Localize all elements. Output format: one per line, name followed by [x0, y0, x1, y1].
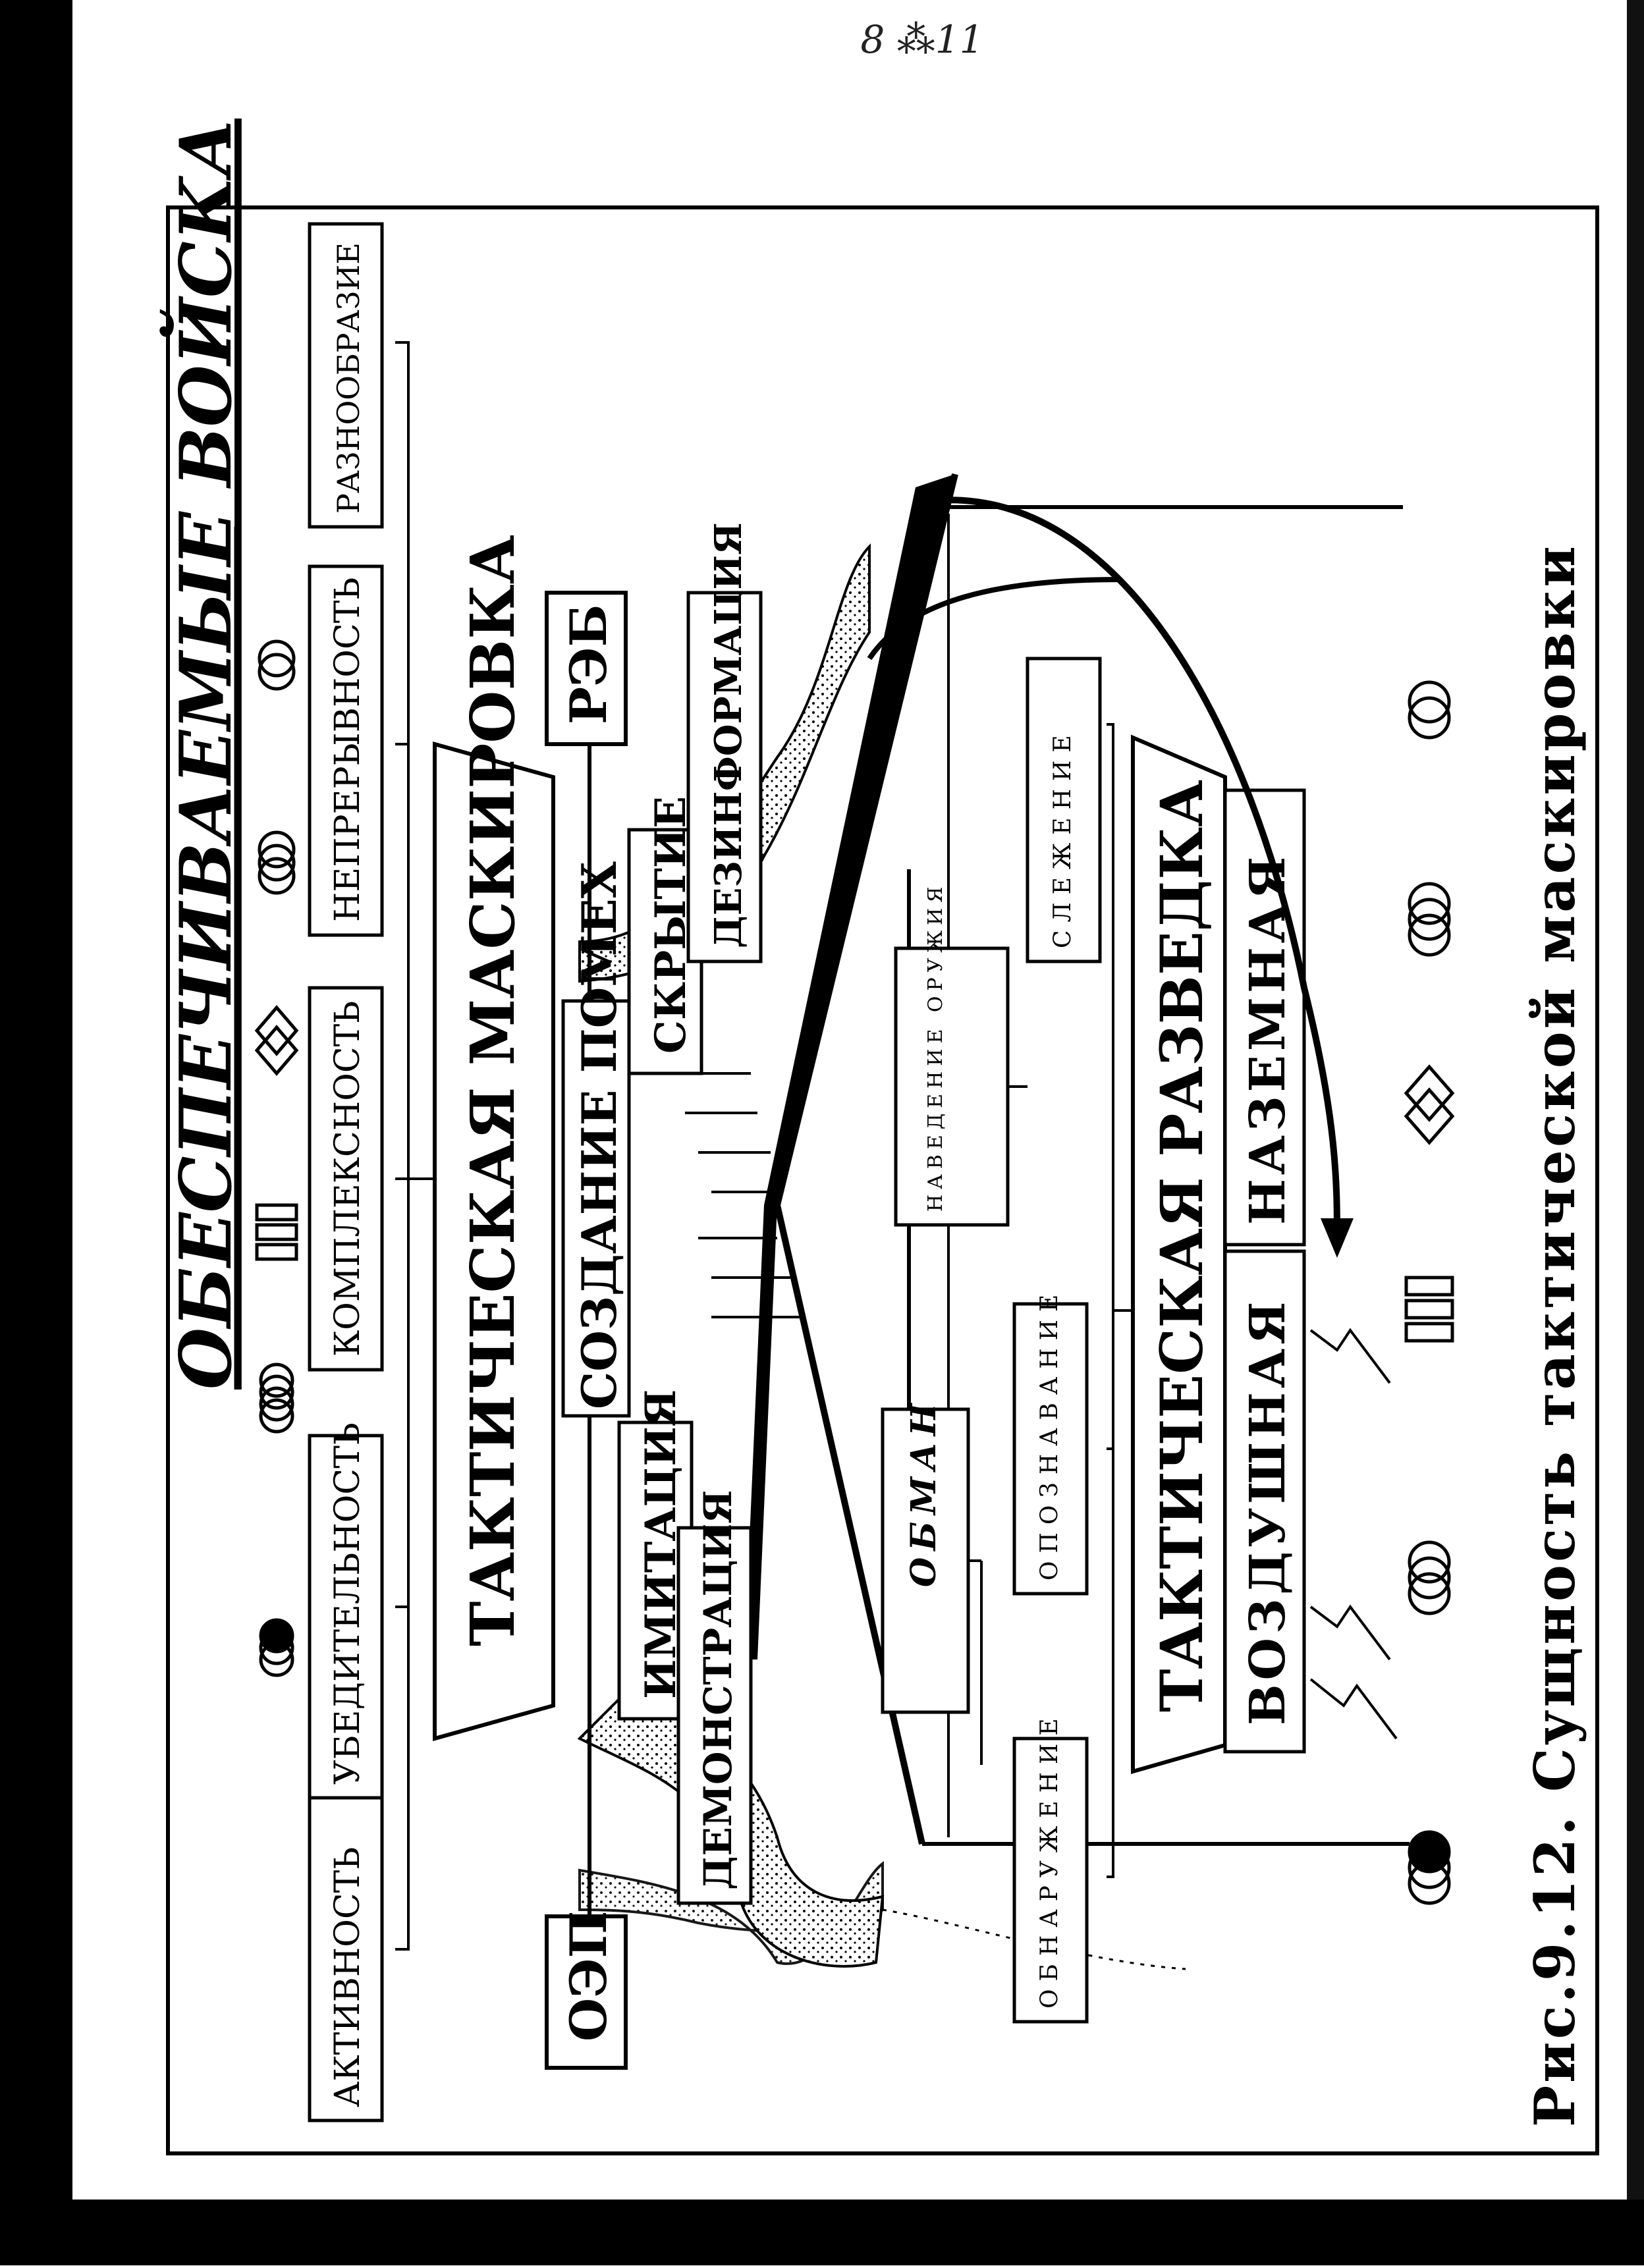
troop-symbols-top — [254, 639, 299, 1677]
principle-box — [308, 1434, 384, 1800]
recon-type-ground — [1223, 788, 1306, 1247]
oep-label: ОЭП — [559, 1911, 618, 2041]
recon-type-air — [1223, 1249, 1306, 1754]
camouflage-title: ТАКТИЧЕСКАЯ МАСКИРОВКА — [457, 535, 528, 1646]
reb-box — [545, 591, 628, 746]
recon-task-box — [894, 946, 1010, 1227]
recon-task-box — [1026, 657, 1102, 963]
recon-task-identification: ОПОЗНАВАНИЕ — [1036, 1287, 1063, 1580]
principle-box — [308, 222, 384, 529]
principle-continuity: НЕПРЕРЫВНОСТЬ — [328, 578, 368, 922]
principles: АКТИВНОСТЬ УБЕДИТЕЛЬНОСТЬ КОМПЛЕКСНОСТЬ … — [308, 222, 384, 2122]
recon-task-guidance: НАВЕДЕНИЕ ОРУЖИЯ — [924, 882, 947, 1212]
figure-caption: Рис.9.12. Сущность тактической маскировк… — [1522, 543, 1587, 2127]
interference-label: СОЗДАНИЕ ПОМЕХ — [571, 861, 627, 1409]
principle-box — [308, 1776, 384, 2122]
oep-box — [545, 1914, 628, 2070]
reb-label: РЭБ — [559, 604, 618, 724]
principle-activity: АКТИВНОСТЬ — [328, 1847, 368, 2107]
scan-border-bottom — [0, 2200, 1644, 2265]
deception-box — [881, 1407, 970, 1714]
scan-border-right — [1627, 0, 1644, 2265]
recon-task-detection: ОБНАРУЖЕНИЕ — [1036, 1710, 1063, 2009]
camouflage-banner — [433, 742, 555, 1741]
deception-label: ОБМАН — [904, 1397, 944, 1587]
principle-persuasiveness: УБЕДИТЕЛЬНОСТЬ — [328, 1422, 368, 1785]
diagram-frame — [166, 205, 1599, 2155]
recon-type-air-label: ВОЗДУШНАЯ — [1240, 1297, 1296, 1725]
method-box — [676, 1526, 753, 1905]
principle-box — [308, 564, 384, 937]
recon-task-box — [1012, 1302, 1089, 1596]
method-disinformation: ДЕЗИНФОРМАЦИЯ — [707, 522, 750, 948]
method-box — [686, 591, 763, 963]
handwritten-note: 8 ⁂11 — [860, 17, 984, 62]
principle-box — [308, 986, 384, 1372]
recon-task-box — [1012, 1737, 1089, 2024]
signal-zigzag — [1309, 1678, 1398, 1740]
scan-border-left — [0, 0, 72, 2265]
interference-box — [561, 999, 631, 1418]
principle-diversity: РАЗНООБРАЗИЕ — [331, 242, 366, 514]
recon-title: ТАКТИЧЕСКАЯ РАЗВЕДКА — [1147, 780, 1216, 1712]
troop-symbols-bottom — [1404, 680, 1455, 1905]
recon-banner — [1131, 734, 1227, 1774]
canopy-hatching — [685, 1072, 804, 1318]
recon-arrow — [935, 497, 1340, 1239]
recon-task-tracking: СЛЕЖЕНИЕ — [1049, 727, 1076, 948]
principle-complexity: КОМПЛЕКСНОСТЬ — [328, 1001, 368, 1357]
method-demonstration: ДЕМОНСТРАЦИЯ — [696, 1490, 740, 1890]
header-title: ОБЕСПЕЧИВАЕМЫЕ ВОЙСКА — [159, 119, 248, 1390]
